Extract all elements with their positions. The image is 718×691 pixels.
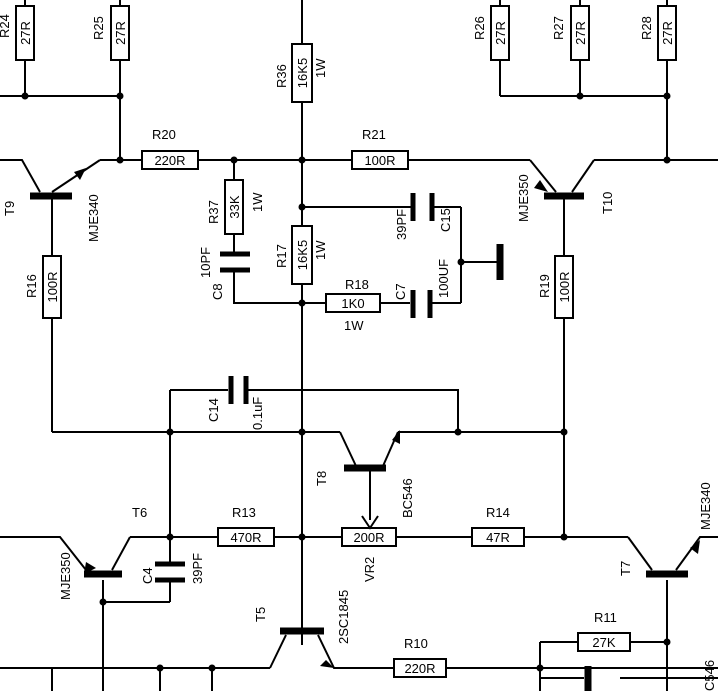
t10-ref: T10	[600, 192, 615, 214]
r20-ref: R20	[152, 127, 176, 142]
c4-ref: C4	[140, 567, 155, 584]
resistor-r27-body	[570, 5, 590, 61]
resistor-r11-body	[577, 632, 631, 652]
r21-value: 100R	[364, 153, 395, 168]
r14-ref: R14	[486, 505, 510, 520]
t7-ref: T7	[618, 561, 633, 576]
resistor-r20-body	[141, 150, 199, 170]
t7-part: MJE340	[698, 482, 713, 530]
r25-value: 27R	[113, 21, 128, 45]
resistor-r25-body	[110, 5, 130, 61]
r26-ref: R26	[472, 16, 487, 40]
resistor-r16-body	[42, 255, 62, 319]
r14-value: 47R	[486, 530, 510, 545]
r18-value: 1K0	[341, 296, 364, 311]
resistor-r19-body	[554, 255, 574, 319]
resistor-r36-body	[291, 43, 313, 103]
t6-part: MJE350	[58, 552, 73, 600]
c14-ref: C14	[206, 398, 221, 422]
resistor-r18-body	[325, 293, 381, 313]
r17-value: 16K5	[295, 240, 310, 270]
resistor-r17-body	[291, 225, 313, 285]
r11-value: 27K	[592, 635, 615, 650]
t8-ref: T8	[314, 471, 329, 486]
resistor-r14-body	[471, 527, 525, 547]
resistor-r37-body	[224, 179, 244, 235]
r37-ref: R37	[206, 200, 221, 224]
t7-emitter-arrow	[690, 540, 700, 554]
c4-value: 39PF	[190, 553, 205, 584]
resistor-r26-body	[490, 5, 510, 61]
r16-ref: R16	[24, 274, 39, 298]
c8-value: 10PF	[198, 247, 213, 278]
c14-value: 0.1uF	[250, 397, 265, 430]
r18-power: 1W	[344, 318, 364, 333]
r17-ref: R17	[274, 244, 289, 268]
transistor-labels: T9 MJE340 T10 MJE350 T8 BC546 T6 MJE350 …	[2, 174, 717, 691]
r36-ref: R36	[274, 64, 289, 88]
junctions	[21, 92, 671, 672]
r37-power: 1W	[250, 192, 265, 212]
resistors	[15, 5, 677, 678]
r36-power: 1W	[313, 58, 328, 78]
r37-value: 33K	[227, 195, 242, 218]
t9-ref: T9	[2, 201, 17, 216]
r26-value: 27R	[493, 21, 508, 45]
r13-ref: R13	[232, 505, 256, 520]
t9-part: MJE340	[86, 194, 101, 242]
vr2-wiper	[361, 515, 379, 530]
t8-emitter-arrow	[392, 430, 400, 444]
t5-emitter-arrow	[320, 660, 334, 668]
capacitor-labels: 39PF C15 10PF C8 C7 100UF C14 0.1uF C4 3…	[140, 208, 453, 584]
r10-ref: R10	[404, 636, 428, 651]
transistors	[30, 168, 700, 691]
r24-value: 27R	[18, 21, 33, 45]
r20-value: 220R	[154, 153, 185, 168]
vr2-ref: VR2	[362, 557, 377, 582]
r11-ref: R11	[594, 610, 617, 625]
r17-power: 1W	[313, 240, 328, 260]
r16-value: 100R	[45, 271, 60, 302]
edge-part-label: C546	[702, 660, 717, 691]
c7-value: 100UF	[436, 259, 451, 298]
r19-ref: R19	[537, 274, 552, 298]
vr2-value: 200R	[353, 530, 384, 545]
r28-ref: R28	[639, 16, 654, 40]
c7-ref: C7	[393, 283, 408, 300]
c15-value: 39PF	[394, 209, 409, 240]
c15-ref: C15	[438, 208, 453, 232]
resistor-labels: R24 27R R25 27R R26 27R R27 27R R28 27R …	[0, 14, 675, 676]
r19-value: 100R	[557, 271, 572, 302]
resistor-r10-body	[393, 658, 447, 678]
t10-part: MJE350	[516, 174, 531, 222]
r36-value: 16K5	[295, 58, 310, 88]
t8-part: BC546	[400, 478, 415, 518]
r28-value: 27R	[660, 21, 675, 45]
resistor-r21-body	[351, 150, 409, 170]
resistor-r28-body	[657, 5, 677, 61]
r18-ref: R18	[345, 277, 369, 292]
t6-emitter-arrow	[84, 562, 96, 574]
r13-value: 470R	[230, 530, 261, 545]
r24-ref: R24	[0, 14, 12, 38]
t10-emitter-arrow	[534, 180, 548, 192]
resistor-r13-body	[217, 527, 275, 547]
resistor-r24-body	[15, 5, 35, 61]
r25-ref: R25	[91, 16, 106, 40]
c8-ref: C8	[210, 283, 225, 300]
t5-ref: T5	[253, 607, 268, 622]
t6-ref: T6	[132, 505, 147, 520]
r21-ref: R21	[362, 127, 386, 142]
capacitors	[155, 193, 435, 583]
t5-part: 2SC1845	[336, 590, 351, 644]
t9-emitter-arrow	[74, 168, 86, 180]
r10-value: 220R	[404, 661, 435, 676]
r27-ref: R27	[551, 16, 566, 40]
r27-value: 27R	[573, 21, 588, 45]
